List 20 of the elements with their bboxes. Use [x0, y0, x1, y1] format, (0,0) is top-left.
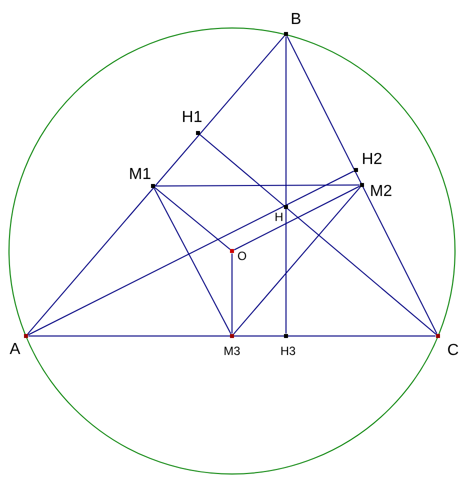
line-segment — [234, 186, 360, 250]
line-segment — [154, 188, 232, 334]
point-label: A — [10, 342, 20, 358]
point-label: B — [290, 12, 302, 28]
point-label: O — [237, 250, 247, 262]
point-label: H — [274, 211, 284, 223]
point-label: H2 — [362, 152, 382, 168]
line-segment — [233, 186, 361, 335]
line-segment — [28, 170, 354, 336]
line-segment — [27, 35, 285, 335]
point-label: C — [447, 343, 459, 359]
point-label: H1 — [182, 110, 202, 126]
point-label: M2 — [370, 184, 392, 200]
line-segment — [286, 36, 438, 334]
line-segment — [155, 184, 360, 186]
line-segment — [154, 187, 231, 250]
point-label: M1 — [128, 167, 152, 183]
point-label: M3 — [224, 345, 240, 357]
line-segment — [199, 134, 437, 335]
point-label: H3 — [280, 345, 296, 357]
